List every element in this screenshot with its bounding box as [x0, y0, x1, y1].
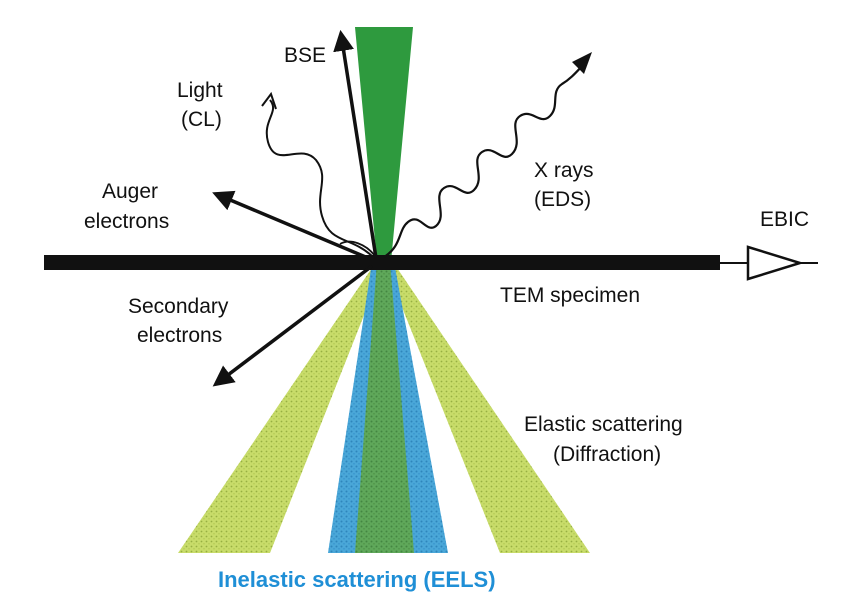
specimen-label: TEM specimen	[500, 284, 640, 307]
elastic-cone-texture-left	[178, 262, 385, 553]
elastic-scattering-cone	[178, 262, 590, 553]
secondary-arrow	[212, 264, 374, 387]
xrays-label-line1: X rays	[534, 159, 594, 182]
auger-wave-path	[339, 240, 376, 257]
auger-label-line2: electrons	[84, 210, 169, 233]
elastic-cone-texture	[384, 262, 590, 553]
xray-arrowhead-icon	[572, 52, 592, 74]
xrays-label-line2: (EDS)	[534, 188, 591, 211]
transmitted-beam-core	[355, 262, 414, 553]
secondary-label-line1: Secondary	[128, 295, 229, 318]
elastic-label-line1: Elastic scattering	[524, 413, 683, 436]
auger-arrow	[212, 190, 369, 260]
light-label-line2: (CL)	[181, 108, 222, 131]
light-label-line1: Light	[177, 79, 223, 102]
transmitted-core-texture	[355, 262, 414, 553]
elastic-label-line2: (Diffraction)	[553, 443, 661, 466]
auger-label-line1: Auger	[102, 180, 158, 203]
bse-arrow	[333, 29, 378, 259]
tem-specimen-bar	[44, 255, 720, 270]
inelastic-label: Inelastic scattering (EELS)	[218, 567, 496, 592]
xray-wave-path	[383, 61, 587, 258]
light-arrowhead-icon	[261, 91, 277, 110]
ebic-label: EBIC	[760, 208, 809, 231]
light-wave-path	[265, 99, 373, 257]
secondary-label-line2: electrons	[137, 324, 222, 347]
incident-beam	[355, 27, 413, 262]
bse-label: BSE	[284, 44, 326, 67]
ebic-amplifier-icon	[746, 245, 805, 281]
